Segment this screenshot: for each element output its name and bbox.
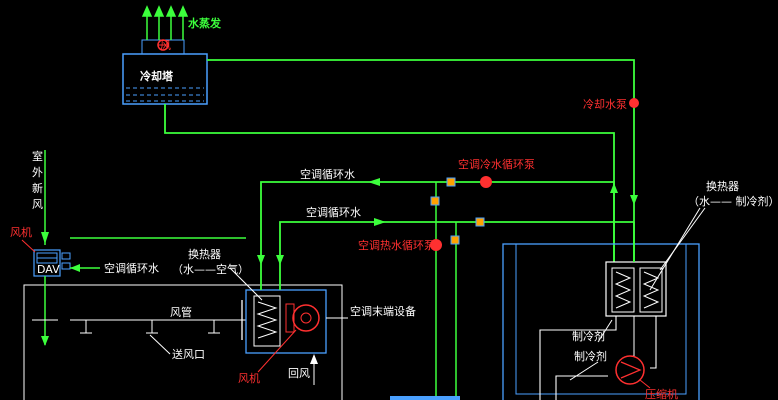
- leader-line: [659, 207, 706, 271]
- leader-line: [569, 361, 599, 381]
- fan-coil-label: 空调末端设备: [350, 304, 416, 318]
- leader-line: [21, 239, 36, 253]
- cooling-tower-fan-icon: [141, 39, 185, 55]
- steam-label: 水蒸发: [188, 16, 222, 30]
- outdoor-air-label-4: 风: [32, 198, 43, 211]
- flow-arrow-icon: [41, 232, 49, 244]
- branch-pipes: [435, 182, 457, 400]
- hx-right-label-2: （水—— 制冷剂）: [688, 194, 778, 208]
- pump-base: [390, 396, 460, 400]
- refrigerant-label-1: 制冷剂: [572, 329, 605, 343]
- flow-arrow-icon: [368, 178, 380, 186]
- hx-right-label-1: 换热器: [706, 179, 739, 193]
- room-outline: [23, 284, 343, 400]
- return-air-label: 回风: [288, 367, 310, 380]
- leader-line: [149, 334, 171, 355]
- chiller-unit[interactable]: [502, 243, 700, 400]
- hot-water-pump-label: 空调热水循环泵: [358, 238, 435, 252]
- chilled-water-pump-label: 空调冷水循环泵: [458, 157, 535, 171]
- ac-loop-mid-label: 空调循环水: [306, 205, 361, 219]
- hx-left-label-1: 换热器: [188, 247, 221, 261]
- flow-arrow-icon: [374, 218, 386, 226]
- cooling-tower-label: 冷却塔: [140, 69, 174, 83]
- flow-arrow-icon: [257, 255, 265, 265]
- refrigerant-circuit: [539, 316, 657, 400]
- valve-icon: [61, 262, 71, 270]
- fresh-air-fan-unit[interactable]: [33, 249, 61, 277]
- steam-arrows-icon: [141, 5, 189, 40]
- cooling-water-pump-icon[interactable]: [629, 98, 639, 108]
- flow-arrow-icon: [630, 195, 638, 205]
- valve-icons: [430, 177, 485, 245]
- compressor-icon[interactable]: [615, 355, 645, 385]
- flow-arrow-icon: [276, 255, 284, 265]
- flow-arrow-icon: [70, 264, 80, 272]
- fan-label: 风机: [238, 371, 260, 385]
- chiller-heat-exchanger[interactable]: [605, 261, 667, 317]
- leader-line: [229, 267, 263, 301]
- refrigerant-label-2: 制冷剂: [574, 349, 607, 363]
- flow-arrow-icon: [41, 336, 49, 346]
- fresh-air-fan-label: 风机: [10, 225, 32, 239]
- leader-line: [639, 379, 651, 389]
- compressor-label: 压缩机: [645, 387, 678, 400]
- leader-line: [257, 329, 297, 373]
- fresh-air-fan-code: DAV: [37, 263, 60, 276]
- supply-outlet-label: 送风口: [172, 347, 205, 361]
- ac-water-loop-pipe: [260, 181, 634, 290]
- cooling-water-pipe: [164, 59, 635, 262]
- hx-left-label-2: （水——空气）: [172, 262, 249, 276]
- ac-loop-left-label: 空调循环水: [104, 261, 159, 275]
- fan-coil-unit[interactable]: [245, 289, 327, 354]
- valve-icon: [61, 252, 71, 260]
- outdoor-air-label-3: 新: [32, 181, 43, 195]
- cooling-water-pump-label: 冷却水泵: [583, 98, 627, 111]
- flow-arrow-icon: [310, 354, 318, 364]
- tower-fan-label: 风: [160, 39, 171, 52]
- compressor-symbol-icon: [620, 361, 642, 379]
- outdoor-air-label-2: 外: [32, 166, 43, 179]
- leader-line: [597, 319, 613, 343]
- chilled-water-pump-icon[interactable]: [480, 176, 492, 188]
- air-duct: [70, 319, 246, 334]
- outdoor-air-label-1: 室: [32, 149, 43, 163]
- ac-loop-top-label: 空调循环水: [300, 167, 355, 181]
- hot-water-pump-icon[interactable]: [430, 239, 442, 251]
- duct-label: 风管: [170, 305, 192, 319]
